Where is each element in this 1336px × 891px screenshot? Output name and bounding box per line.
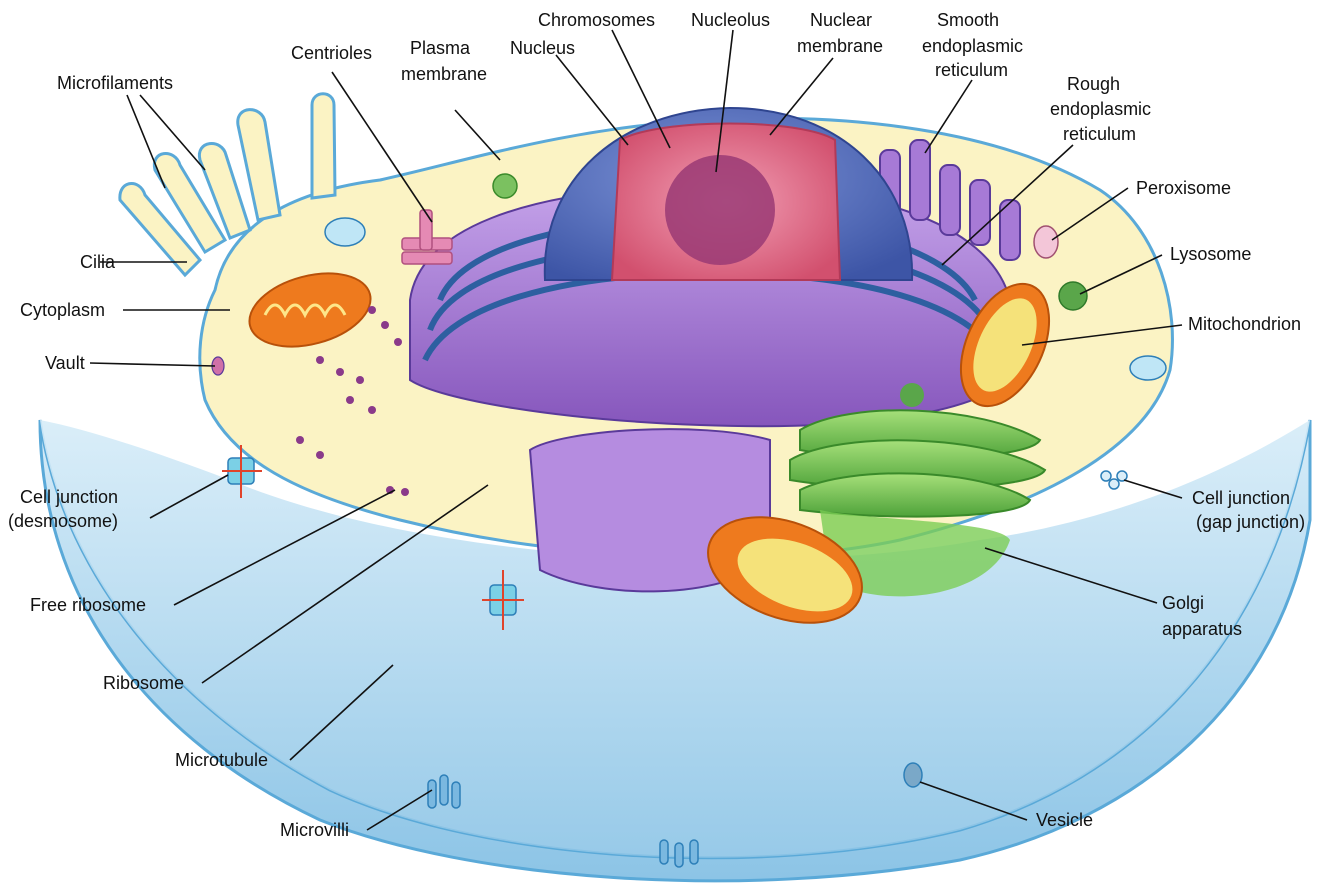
lysosome xyxy=(1059,282,1087,310)
label-microvilli: Microvilli xyxy=(280,820,349,840)
label-smooth-er-2: endoplasmic xyxy=(922,36,1023,56)
label-smooth-er-1: Smooth xyxy=(937,10,999,30)
label-lysosome: Lysosome xyxy=(1170,244,1251,264)
label-rough-er-1: Rough xyxy=(1067,74,1120,94)
vesicle-right xyxy=(1130,356,1166,380)
label-nuclear-membrane-2: membrane xyxy=(797,36,883,56)
label-nuclear-membrane-1: Nuclear xyxy=(810,10,872,30)
label-ribosome: Ribosome xyxy=(103,673,184,693)
label-smooth-er-3: reticulum xyxy=(935,60,1008,80)
label-nucleolus: Nucleolus xyxy=(691,10,770,30)
label-mitochondrion: Mitochondrion xyxy=(1188,314,1301,334)
label-microfilaments: Microfilaments xyxy=(57,73,173,93)
label-cilia: Cilia xyxy=(80,252,116,272)
label-chromosomes: Chromosomes xyxy=(538,10,655,30)
label-rough-er-3: reticulum xyxy=(1063,124,1136,144)
lysosome-top xyxy=(493,174,517,198)
label-rough-er-2: endoplasmic xyxy=(1050,99,1151,119)
label-nucleus: Nucleus xyxy=(510,38,575,58)
vesicle-surface xyxy=(325,218,365,246)
label-vesicle: Vesicle xyxy=(1036,810,1093,830)
label-free-ribosome: Free ribosome xyxy=(30,595,146,615)
label-cell-junction-gap-2: (gap junction) xyxy=(1196,512,1305,532)
label-golgi-1: Golgi xyxy=(1162,593,1204,613)
label-vault: Vault xyxy=(45,353,85,373)
label-cell-junction-desmosome-1: Cell junction xyxy=(20,487,118,507)
label-golgi-2: apparatus xyxy=(1162,619,1242,639)
label-cytoplasm: Cytoplasm xyxy=(20,300,105,320)
label-microtubule: Microtubule xyxy=(175,750,268,770)
label-peroxisome: Peroxisome xyxy=(1136,178,1231,198)
label-cell-junction-desmosome-2: (desmosome) xyxy=(8,511,118,531)
label-cell-junction-gap-1: Cell junction xyxy=(1192,488,1290,508)
gap-junction xyxy=(1101,471,1127,489)
vesicle-bottom xyxy=(904,763,922,787)
nucleolus-body xyxy=(665,155,775,265)
lysosome-mid xyxy=(900,383,924,407)
label-plasma-membrane-2: membrane xyxy=(401,64,487,84)
label-centrioles: Centrioles xyxy=(291,43,372,63)
peroxisome xyxy=(1034,226,1058,258)
label-plasma-membrane-1: Plasma xyxy=(410,38,471,58)
